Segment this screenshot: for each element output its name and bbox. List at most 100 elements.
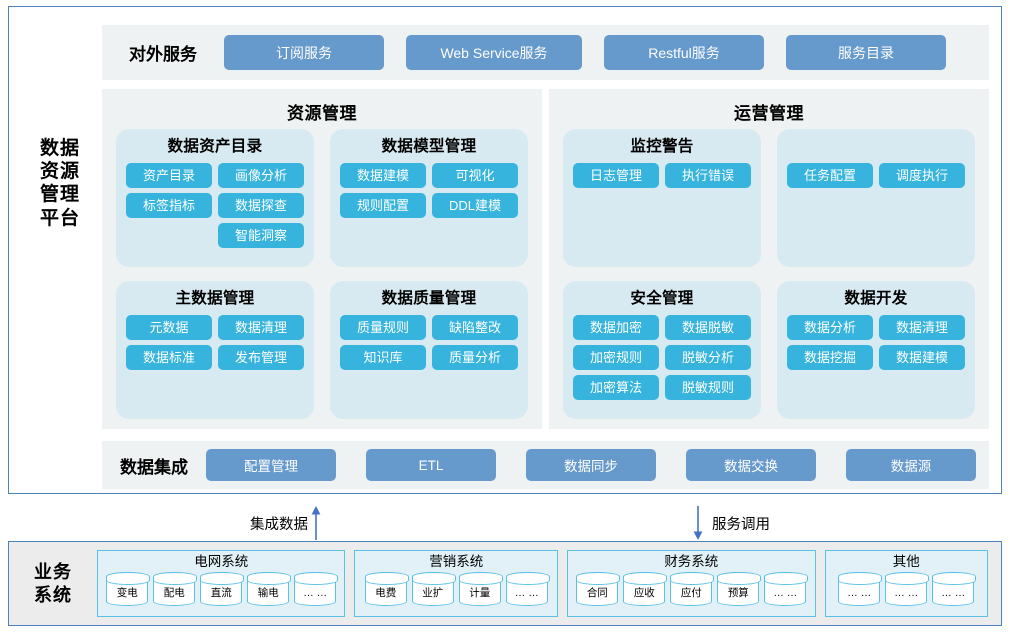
card-title: 数据质量管理	[381, 290, 477, 307]
operations-card-grid: 监控警告 日志管理 执行错误 任务配置 调度执行 安全管理 数据加密 数据脱敏	[563, 129, 975, 419]
chip-knowledge-base[interactable]: 知识库	[340, 345, 426, 370]
chip-list: 资产目录 画像分析 标签指标 数据探查 智能洞察	[126, 163, 304, 248]
database-icon[interactable]: 计量	[458, 572, 503, 606]
business-systems-title: 业务系统	[9, 561, 97, 606]
database-icon[interactable]: … …	[838, 572, 883, 606]
arrow-service-invocation: 服务调用	[690, 506, 770, 540]
chip-data-mining[interactable]: 数据挖掘	[787, 345, 873, 370]
database-icon[interactable]: … …	[764, 572, 809, 606]
card-security-management[interactable]: 安全管理 数据加密 数据脱敏 加密规则 脱敏分析 加密算法 脱敏规则	[563, 281, 761, 419]
chip-data-analysis[interactable]: 数据分析	[787, 315, 873, 340]
biz-group-finance-system[interactable]: 财务系统 合同 应收 应付 预算 … …	[567, 550, 816, 617]
business-systems-title-line: 系统	[34, 584, 72, 605]
database-row: 合同 应收 应付 预算 … …	[576, 572, 809, 606]
database-icon[interactable]: 变电	[106, 572, 151, 606]
database-icon[interactable]: 预算	[717, 572, 762, 606]
database-row: … … … … … …	[838, 572, 977, 606]
chip-execution-error[interactable]: 执行错误	[665, 163, 751, 188]
chip-quality-rule[interactable]: 质量规则	[340, 315, 426, 340]
integration-pill-sync[interactable]: 数据同步	[526, 449, 656, 481]
integration-pill-source[interactable]: 数据源	[846, 449, 976, 481]
database-icon[interactable]: 直流	[200, 572, 245, 606]
card-data-quality-management[interactable]: 数据质量管理 质量规则 缺陷整改 知识库 质量分析	[330, 281, 528, 419]
chip-list: 数据建模 可视化 规则配置 DDL建模	[340, 163, 518, 218]
chip-list: 数据加密 数据脱敏 加密规则 脱敏分析 加密算法 脱敏规则	[573, 315, 751, 400]
biz-group-marketing-system[interactable]: 营销系统 电费 业扩 计量 … …	[354, 550, 559, 617]
card-task-scheduling[interactable]: 任务配置 调度执行	[777, 129, 975, 267]
service-pill-subscription[interactable]: 订阅服务	[224, 35, 384, 70]
database-icon[interactable]: 应付	[670, 572, 715, 606]
card-data-asset-catalog[interactable]: 数据资产目录 资产目录 画像分析 标签指标 数据探查 智能洞察	[116, 129, 314, 267]
database-icon[interactable]: … …	[885, 572, 930, 606]
platform-frame: 数据资源管理平台 对外服务 订阅服务 Web Service服务 Restful…	[8, 6, 1002, 494]
chip-list: 元数据 数据清理 数据标准 发布管理	[126, 315, 304, 370]
database-icon[interactable]: … …	[505, 572, 550, 606]
integration-pill-exchange[interactable]: 数据交换	[686, 449, 816, 481]
chip-data-masking[interactable]: 数据脱敏	[665, 315, 751, 340]
integration-pill-config[interactable]: 配置管理	[206, 449, 336, 481]
biz-group-other[interactable]: 其他 … … … … … …	[824, 550, 988, 617]
database-icon[interactable]: … …	[294, 572, 339, 606]
chip-schedule-execution[interactable]: 调度执行	[879, 163, 965, 188]
data-integration-strip: 数据集成 配置管理 ETL 数据同步 数据交换 数据源	[102, 441, 989, 489]
resource-card-grid: 数据资产目录 资产目录 画像分析 标签指标 数据探查 智能洞察 数据模型管理 数…	[116, 129, 528, 419]
chip-encryption-rule[interactable]: 加密规则	[573, 345, 659, 370]
chip-release-management[interactable]: 发布管理	[218, 345, 304, 370]
card-title: 数据模型管理	[381, 138, 477, 155]
chip-masking-rule[interactable]: 脱敏规则	[665, 375, 751, 400]
chip-data-discovery[interactable]: 数据探查	[218, 193, 304, 218]
chip-data-modeling[interactable]: 数据建模	[879, 345, 965, 370]
arrow-down-icon	[693, 506, 703, 540]
business-systems-title-line: 业务	[34, 562, 72, 582]
arrow-label-integrate-data: 集成数据	[250, 516, 308, 533]
chip-quality-analysis[interactable]: 质量分析	[432, 345, 518, 370]
chip-log-management[interactable]: 日志管理	[573, 163, 659, 188]
panel-title-operations: 运营管理	[734, 104, 804, 123]
chip-data-cleaning[interactable]: 数据清理	[879, 315, 965, 340]
database-icon[interactable]: 输电	[247, 572, 292, 606]
card-data-model-management[interactable]: 数据模型管理 数据建模 可视化 规则配置 DDL建模	[330, 129, 528, 267]
chip-list: 日志管理 执行错误	[573, 163, 751, 188]
chip-list: 数据分析 数据清理 数据挖掘 数据建模	[787, 315, 965, 370]
database-icon[interactable]: 配电	[153, 572, 198, 606]
integration-pill-etl[interactable]: ETL	[366, 449, 496, 481]
card-master-data-management[interactable]: 主数据管理 元数据 数据清理 数据标准 发布管理	[116, 281, 314, 419]
chip-encryption-algorithm[interactable]: 加密算法	[573, 375, 659, 400]
platform-title-line: 数据	[39, 138, 80, 159]
database-icon[interactable]: 业扩	[411, 572, 456, 606]
platform-title-line: 管理	[39, 184, 80, 206]
chip-asset-catalog[interactable]: 资产目录	[126, 163, 212, 188]
chip-tag-metrics[interactable]: 标签指标	[126, 193, 212, 218]
card-title: 主数据管理	[175, 290, 255, 307]
chip-defect-fix[interactable]: 缺陷整改	[432, 315, 518, 340]
chip-rule-config[interactable]: 规则配置	[340, 193, 426, 218]
chip-data-cleaning[interactable]: 数据清理	[218, 315, 304, 340]
database-icon[interactable]: 应收	[623, 572, 668, 606]
biz-group-title: 其他	[892, 554, 920, 569]
card-data-development[interactable]: 数据开发 数据分析 数据清理 数据挖掘 数据建模	[777, 281, 975, 419]
chip-data-standard[interactable]: 数据标准	[126, 345, 212, 370]
chip-ddl-modeling[interactable]: DDL建模	[432, 193, 518, 218]
chip-metadata[interactable]: 元数据	[126, 315, 212, 340]
chip-smart-insight[interactable]: 智能洞察	[218, 223, 304, 248]
chip-data-encryption[interactable]: 数据加密	[573, 315, 659, 340]
chip-masking-analysis[interactable]: 脱敏分析	[665, 345, 751, 370]
database-row: 变电 配电 直流 输电 … …	[106, 572, 339, 606]
chip-task-config[interactable]: 任务配置	[787, 163, 873, 188]
database-icon[interactable]: 合同	[576, 572, 621, 606]
service-pill-webservice[interactable]: Web Service服务	[406, 35, 582, 70]
card-monitor-alert[interactable]: 监控警告 日志管理 执行错误	[563, 129, 761, 267]
chip-visualization[interactable]: 可视化	[432, 163, 518, 188]
biz-group-title: 营销系统	[429, 554, 484, 569]
chip-profile-analysis[interactable]: 画像分析	[218, 163, 304, 188]
database-icon[interactable]: 电费	[364, 572, 409, 606]
external-services-strip: 对外服务 订阅服务 Web Service服务 Restful服务 服务目录	[102, 25, 989, 80]
database-icon[interactable]: … …	[932, 572, 977, 606]
chip-list: 任务配置 调度执行	[787, 163, 965, 188]
chip-data-modeling[interactable]: 数据建模	[340, 163, 426, 188]
service-pill-catalog[interactable]: 服务目录	[786, 35, 946, 70]
service-pill-restful[interactable]: Restful服务	[604, 35, 764, 70]
database-row: 电费 业扩 计量 … …	[364, 572, 550, 606]
biz-group-grid-system[interactable]: 电网系统 变电 配电 直流 输电 … …	[97, 550, 346, 617]
card-title: 监控警告	[630, 138, 694, 155]
